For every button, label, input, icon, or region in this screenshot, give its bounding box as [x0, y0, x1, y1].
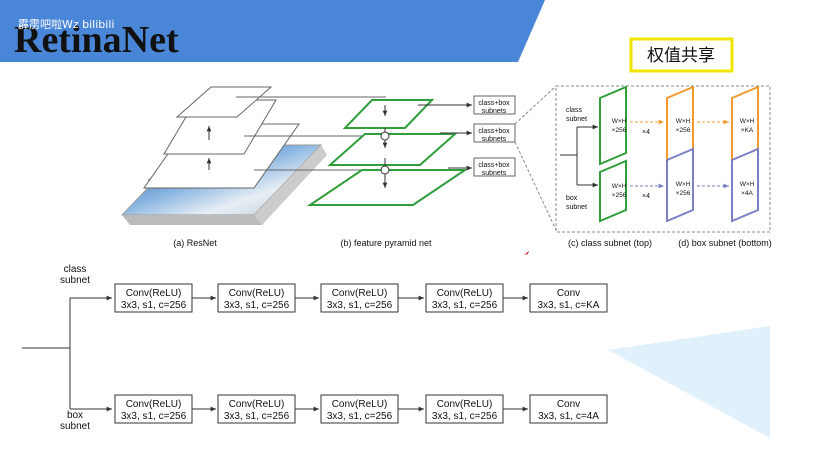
class-conv-box-2: Conv(ReLU)3x3, s1, c=256 [217, 283, 296, 313]
caption-b: (b) feature pyramid net [340, 238, 432, 248]
header-bar [0, 0, 545, 62]
svg-text:×4A: ×4A [741, 190, 753, 197]
conv-params: 3x3, s1, c=256 [432, 300, 498, 311]
svg-text:×KA: ×KA [741, 127, 754, 134]
conv-params: 3x3, s1, c=256 [121, 300, 187, 311]
conv-title: Conv(ReLU) [332, 399, 388, 410]
conv-params: 3x3, s1, c=256 [224, 300, 290, 311]
subnet-detail-lines [560, 124, 598, 188]
class-conv-box-4: Conv(ReLU)3x3, s1, c=256 [425, 283, 504, 313]
class-feature-256: W×H ×256 [599, 85, 627, 166]
fpn-arrows [380, 102, 472, 188]
conv-params: 3x3, s1, c=256 [327, 411, 393, 422]
conv-title: Conv(ReLU) [229, 288, 285, 299]
conv-params: 3x3, s1, c=256 [432, 411, 498, 422]
cursor-icon [524, 251, 529, 255]
box-conv-box-3: Conv(ReLU)3x3, s1, c=256 [320, 394, 399, 424]
caption-c: (c) class subnet (top) [568, 238, 652, 248]
resnet-diagram [120, 86, 386, 225]
conv-params: 3x3, s1, c=256 [224, 411, 290, 422]
box-repeat-x4: ×4 [642, 193, 650, 200]
box-feature-256: W×H ×256 [599, 159, 627, 223]
svg-text:W×H: W×H [676, 181, 691, 188]
conv-title: Conv(ReLU) [332, 288, 388, 299]
box-conv-box-4: Conv(ReLU)3x3, s1, c=256 [425, 394, 504, 424]
slide-title: RetinaNet [14, 19, 179, 61]
conv-title: Conv [557, 399, 580, 410]
class-conv-box-3: Conv(ReLU)3x3, s1, c=256 [320, 283, 399, 313]
svg-text:W×H: W×H [740, 181, 755, 188]
box-conv-box-1: Conv(ReLU)3x3, s1, c=256 [114, 394, 193, 424]
conv-title: Conv(ReLU) [126, 288, 182, 299]
conv-params: 3x3, s1, c=4A [538, 411, 599, 422]
class-feature-orange-256: W×H ×256 [666, 85, 694, 166]
box-output-4A: W×H ×4A [731, 147, 759, 223]
svg-text:W×H: W×H [612, 118, 627, 125]
fpn-diagram [306, 99, 469, 206]
zoom-lines [514, 85, 557, 231]
watermark: 霹雳吧啦Wz bilibili [18, 17, 114, 31]
conv-title: Conv(ReLU) [229, 399, 285, 410]
conv-title: Conv(ReLU) [437, 288, 493, 299]
svg-text:×256: ×256 [676, 190, 691, 197]
conv-params: 3x3, s1, c=KA [538, 300, 600, 311]
svg-text:W×H: W×H [740, 118, 755, 125]
caption-d: (d) box subnet (bottom) [678, 238, 772, 248]
conv-params: 3x3, s1, c=256 [121, 411, 187, 422]
subnet-zoom-frame [555, 85, 771, 233]
svg-text:×256: ×256 [612, 192, 627, 199]
caption-a: (a) ResNet [173, 238, 217, 248]
conv-title: Conv(ReLU) [437, 399, 493, 410]
weight-sharing-label: 权值共享 [647, 46, 715, 66]
weight-sharing-callout: 权值共享 [629, 37, 734, 73]
box-feature-purple-256: W×H ×256 [666, 147, 694, 223]
conv-params: 3x3, s1, c=256 [327, 300, 393, 311]
decorative-triangle [608, 326, 770, 438]
svg-text:W×H: W×H [612, 183, 627, 190]
box-conv-box-2: Conv(ReLU)3x3, s1, c=256 [217, 394, 296, 424]
class-conv-box-1: Conv(ReLU)3x3, s1, c=256 [114, 283, 193, 313]
flow-trunk [22, 295, 112, 412]
svg-text:×256: ×256 [612, 127, 627, 134]
class-repeat-x4: ×4 [642, 129, 650, 136]
svg-text:×256: ×256 [676, 127, 691, 134]
class-output-KA: W×H ×KA [731, 85, 759, 166]
conv-title: Conv(ReLU) [126, 399, 182, 410]
conv-title: Conv [557, 288, 580, 299]
svg-text:W×H: W×H [676, 118, 691, 125]
